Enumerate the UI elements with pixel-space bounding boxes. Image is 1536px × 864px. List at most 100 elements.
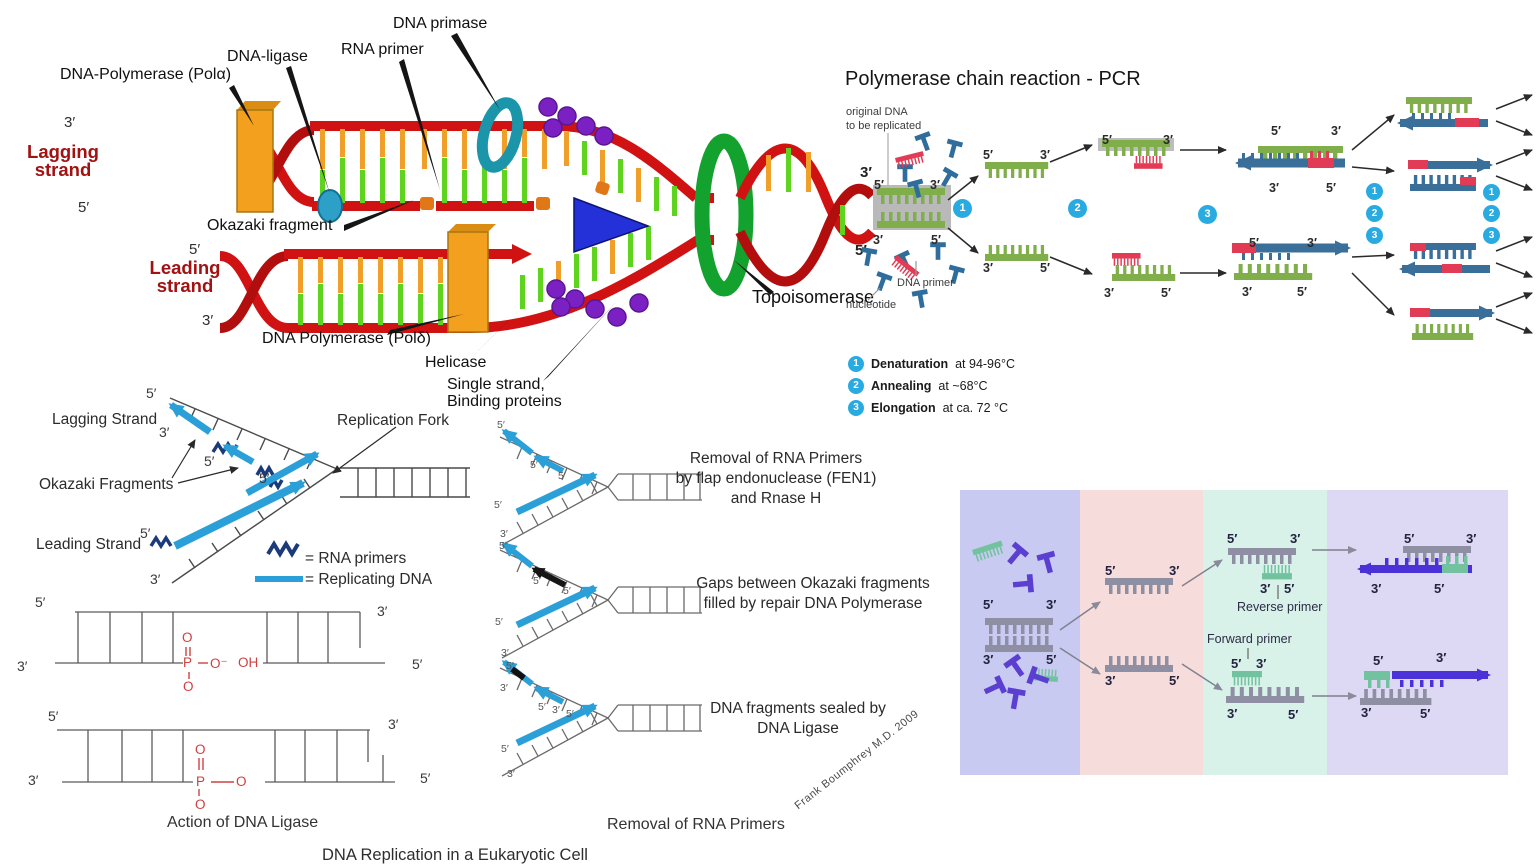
prime-label: 5′ <box>204 453 215 469</box>
prime-label: 5′ <box>1297 285 1307 299</box>
removal-step3-text: DNA fragments sealed by DNA Ligase <box>710 700 886 738</box>
okazaki-arrow <box>245 450 320 497</box>
prime-label: 5′ <box>1102 133 1112 147</box>
prime-label: 3′ <box>202 312 214 329</box>
legend-denaturation: 1 Denaturation at 94-96°C <box>848 355 1015 373</box>
chem-oxygen: O <box>236 774 247 789</box>
prime-label: 5′ <box>1231 656 1242 671</box>
okazaki-arrow <box>222 443 255 465</box>
legend-detail: at ca. 72 °C <box>942 401 1009 415</box>
chem-phosphorus: P <box>183 655 193 670</box>
chem-phosphorus: P <box>196 774 206 789</box>
prime-label: 3′ <box>983 261 993 275</box>
primase-ring <box>476 97 524 173</box>
label-helicase: Helicase <box>425 354 487 371</box>
step-circle: 1 <box>848 356 864 372</box>
legend-line-icon <box>255 576 303 582</box>
chem-o-minus: O⁻ <box>210 656 228 671</box>
prime-label: 3′ <box>1290 531 1301 546</box>
prime-label: 3′ <box>1331 124 1341 138</box>
prime-label: 5′ <box>1288 707 1299 722</box>
step-circle: 3 <box>848 400 864 416</box>
rna-primer-nub <box>536 197 550 210</box>
prime-label: 3′ <box>1242 285 1252 299</box>
prime-label: 3′ <box>1169 563 1180 578</box>
prime-label: 3′ <box>1104 286 1114 300</box>
pcr-panels-art <box>960 490 1508 775</box>
prime-label: 5′ <box>259 470 270 486</box>
label-dna-primase: DNA primase <box>393 15 488 32</box>
prime-label: 5′ <box>420 770 431 786</box>
footer-caption: DNA Replication in a Eukaryotic Cell <box>322 846 588 864</box>
prime-label: 5′ <box>78 199 90 216</box>
label-dna-primer: DNA primer <box>897 277 954 289</box>
rna-removal-art <box>499 428 703 777</box>
step-circle: 1 <box>953 199 972 218</box>
label-forward-primer: Forward primer <box>1207 632 1292 646</box>
prime-label: 5′ <box>1249 236 1259 250</box>
prime-label: 3′ <box>1105 673 1116 688</box>
step-circle: 3 <box>1483 227 1500 244</box>
legend-term: Elongation <box>871 401 936 415</box>
prime-label: 3′ <box>552 704 560 716</box>
prime-label: 5′ <box>495 616 503 628</box>
prime-label: 5′ <box>1105 563 1116 578</box>
prime-label: 3′ <box>983 652 994 667</box>
label-okazaki-fragments: Okazaki Fragments <box>39 476 174 493</box>
ligase-action-art <box>55 611 395 796</box>
legend-term: Annealing <box>871 379 932 393</box>
step-circle: 3 <box>1198 205 1217 224</box>
fork-schematic-art <box>149 397 470 584</box>
label-nucleotide: nucleotide <box>846 299 897 311</box>
prime-label: 5′ <box>530 459 538 471</box>
prime-label: 3′ <box>1227 706 1238 721</box>
prime-label: 5′ <box>189 241 201 258</box>
legend-detail: at ~68°C <box>938 379 988 393</box>
prime-label: 3′ <box>1269 181 1279 195</box>
prime-label: 3′ <box>500 682 508 694</box>
prime-label: 5′ <box>412 656 423 672</box>
prime-label: 3′ <box>64 114 76 131</box>
chem-hydroxyl: OH <box>238 655 259 670</box>
legend-rna-primers: = RNA primers <box>305 550 407 567</box>
label-leading-strand-schematic: Leading Strand <box>36 536 142 553</box>
chem-oxygen: O <box>195 742 206 757</box>
prime-label: 3′ <box>1371 581 1382 596</box>
prime-label: 5′ <box>533 575 541 587</box>
prime-label: 5′ <box>1420 706 1431 721</box>
step-circle: 2 <box>1366 205 1383 222</box>
prime-label: 5′ <box>1046 652 1057 667</box>
legend-term: Denaturation <box>871 357 949 371</box>
step-circle: 2 <box>1068 199 1087 218</box>
prime-label: 5′ <box>501 743 509 755</box>
step-circle: 1 <box>1366 183 1383 200</box>
label-ssb: Single strand, Binding proteins <box>447 376 562 411</box>
removal-step2-text: Gaps between Okazaki fragments filled by… <box>696 575 930 613</box>
label-okazaki-fragment: Okazaki fragment <box>207 217 333 234</box>
step-circle: 2 <box>848 378 864 394</box>
prime-label: 5′ <box>855 242 867 259</box>
prime-label: 5′ <box>1434 581 1445 596</box>
label-leading-strand: Leading strand <box>149 257 221 296</box>
label-original-dna: original DNA to be replicated <box>846 106 922 132</box>
prime-label: 5′ <box>566 708 574 720</box>
prime-label: 3′ <box>1436 650 1447 665</box>
prime-label: 5′ <box>494 499 502 511</box>
panel-band-1 <box>960 490 1080 775</box>
prime-label: 3′ <box>860 164 872 181</box>
caption-ligase-action: Action of DNA Ligase <box>167 814 319 831</box>
prime-label: 3′ <box>501 647 509 659</box>
prime-label: 3′ <box>1040 148 1050 162</box>
rna-primer-zigzags <box>149 440 284 550</box>
prime-label: 3′ <box>507 768 515 780</box>
label-reverse-primer: Reverse primer <box>1237 600 1323 614</box>
label-dna-ligase: DNA-ligase <box>227 48 308 65</box>
chem-oxygen: O <box>195 797 206 812</box>
prime-label: 3′ <box>873 233 883 247</box>
prime-label: 5′ <box>506 660 514 672</box>
legend-annealing: 2 Annealing at ~68°C <box>848 377 988 395</box>
prime-label: 5′ <box>1373 653 1384 668</box>
chem-oxygen: O <box>182 630 193 645</box>
prime-label: 5′ <box>1326 181 1336 195</box>
chem-oxygen: O <box>183 679 194 694</box>
